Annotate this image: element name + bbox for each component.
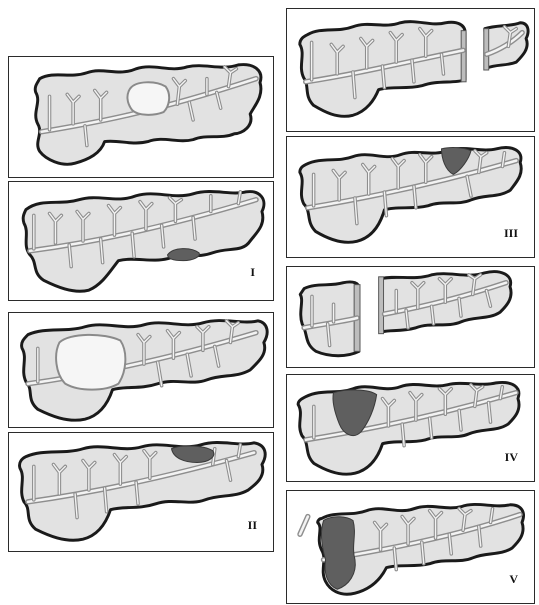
panel-label: II xyxy=(248,518,257,533)
pancreas-diagram xyxy=(287,375,534,481)
pancreas-panel-right-5: V xyxy=(286,490,535,604)
pancreas-diagram xyxy=(9,313,273,427)
panel-label: V xyxy=(509,572,518,587)
pancreas-panel-right-2: III xyxy=(286,136,535,258)
pancreas-panel-right-1 xyxy=(286,8,535,132)
pancreas-panel-right-4: IV xyxy=(286,374,535,482)
pancreas-diagram xyxy=(287,137,534,257)
pancreas-gland xyxy=(300,148,521,243)
pancreas-panel-left-3 xyxy=(8,312,274,428)
pale-lesion xyxy=(56,335,125,390)
pancreas-diagram xyxy=(287,491,534,603)
pancreas-diagram xyxy=(9,57,273,177)
panel-label: IV xyxy=(505,450,518,465)
pancreas-panel-left-2: I xyxy=(8,181,274,301)
pancreas-diagram xyxy=(9,182,273,300)
panel-label: I xyxy=(250,265,255,280)
pancreas-gland xyxy=(298,382,519,474)
pancreas-diagram xyxy=(287,267,534,367)
pancreas-panel-right-3 xyxy=(286,266,535,368)
pancreas-diagram xyxy=(287,9,534,131)
panel-label: III xyxy=(504,226,518,241)
pancreas-panel-left-4: II xyxy=(8,432,274,552)
pancreas-diagram xyxy=(9,433,273,551)
pancreas-panel-left-1 xyxy=(8,56,274,178)
dark-lesion xyxy=(168,249,200,261)
pale-lesion xyxy=(127,82,169,115)
